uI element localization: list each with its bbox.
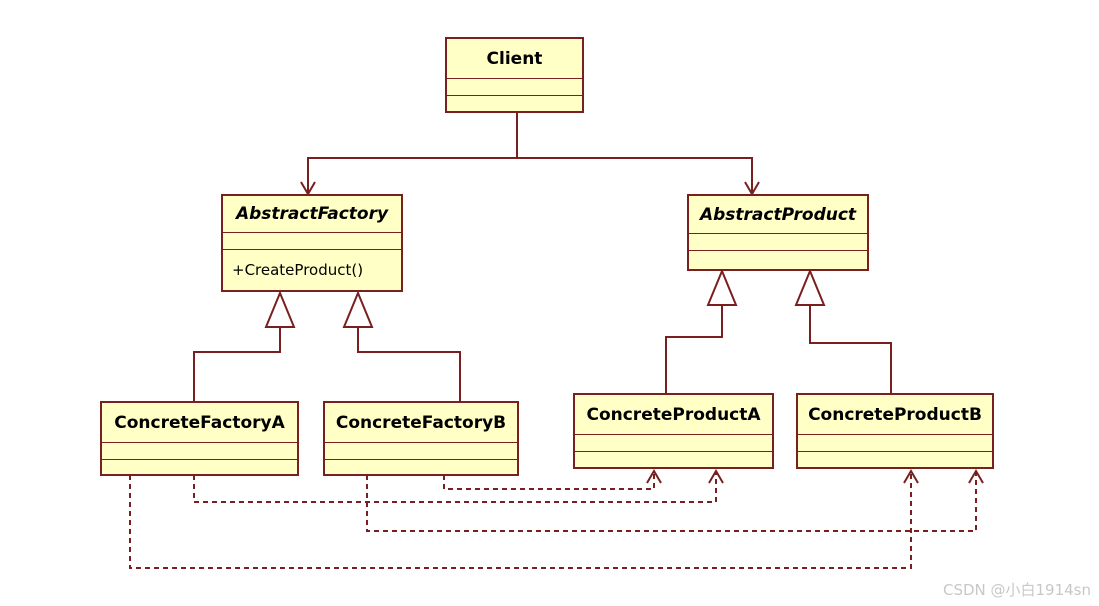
class-name: AbstractProduct [689, 196, 867, 234]
operations-compartment: +CreateProduct() [223, 250, 401, 290]
abstract-product-class-box: AbstractProduct [687, 194, 869, 271]
operations-compartment [102, 460, 297, 474]
class-name: ConcreteProductA [575, 395, 772, 435]
creation-arrowheads [646, 469, 984, 484]
class-name: ConcreteFactoryA [102, 403, 297, 443]
concrete-product-a-class-box: ConcreteProductA [573, 393, 774, 469]
class-name: ConcreteProductB [798, 395, 992, 435]
client-class-box: Client [445, 37, 584, 113]
creation-dependency-edges [129, 471, 977, 569]
generalization-triangle [342, 290, 374, 328]
dependency-arrowhead [968, 469, 984, 484]
product-b-generalization-line [809, 305, 892, 393]
concrete-product-b-class-box: ConcreteProductB [796, 393, 994, 469]
abstract-factory-class-box: AbstractFactory +CreateProduct() [221, 194, 403, 292]
attributes-compartment [223, 233, 401, 250]
generalization-triangle [794, 268, 826, 306]
attributes-compartment [798, 435, 992, 452]
operations-compartment [575, 452, 772, 467]
factory-a-to-product-b-line [129, 471, 912, 569]
client-dependency-edges [300, 112, 760, 196]
dependency-arrowhead [708, 469, 724, 484]
dependency-arrowhead [646, 469, 662, 484]
operations-compartment [689, 251, 867, 269]
factory-b-to-product-a-line [443, 471, 655, 490]
factory-a-generalization-line [193, 327, 281, 401]
attributes-compartment [575, 435, 772, 452]
watermark: CSDN @小白1914sn [942, 581, 1091, 599]
client-to-abstract-product-line [517, 157, 753, 194]
class-name: AbstractFactory [223, 196, 401, 233]
operation-create-product: +CreateProduct() [232, 261, 364, 279]
operations-compartment [447, 96, 582, 111]
attributes-compartment [689, 234, 867, 251]
class-name: Client [447, 39, 582, 79]
attributes-compartment [102, 443, 297, 460]
concrete-factory-a-class-box: ConcreteFactoryA [100, 401, 299, 476]
attributes-compartment [325, 443, 517, 460]
client-to-abstract-factory-line [307, 112, 518, 194]
generalization-triangle [264, 290, 296, 328]
dependency-arrowhead [903, 469, 919, 484]
operations-compartment [325, 460, 517, 474]
product-a-generalization-line [665, 305, 723, 393]
factory-a-to-product-a-line [193, 471, 717, 503]
concrete-factory-b-class-box: ConcreteFactoryB [323, 401, 519, 476]
operations-compartment [798, 452, 992, 467]
class-name: ConcreteFactoryB [325, 403, 517, 443]
factory-b-to-product-b-line [366, 471, 977, 532]
generalization-edges [193, 268, 892, 401]
attributes-compartment [447, 79, 582, 96]
factory-b-generalization-line [357, 327, 461, 401]
generalization-triangle [706, 268, 738, 306]
